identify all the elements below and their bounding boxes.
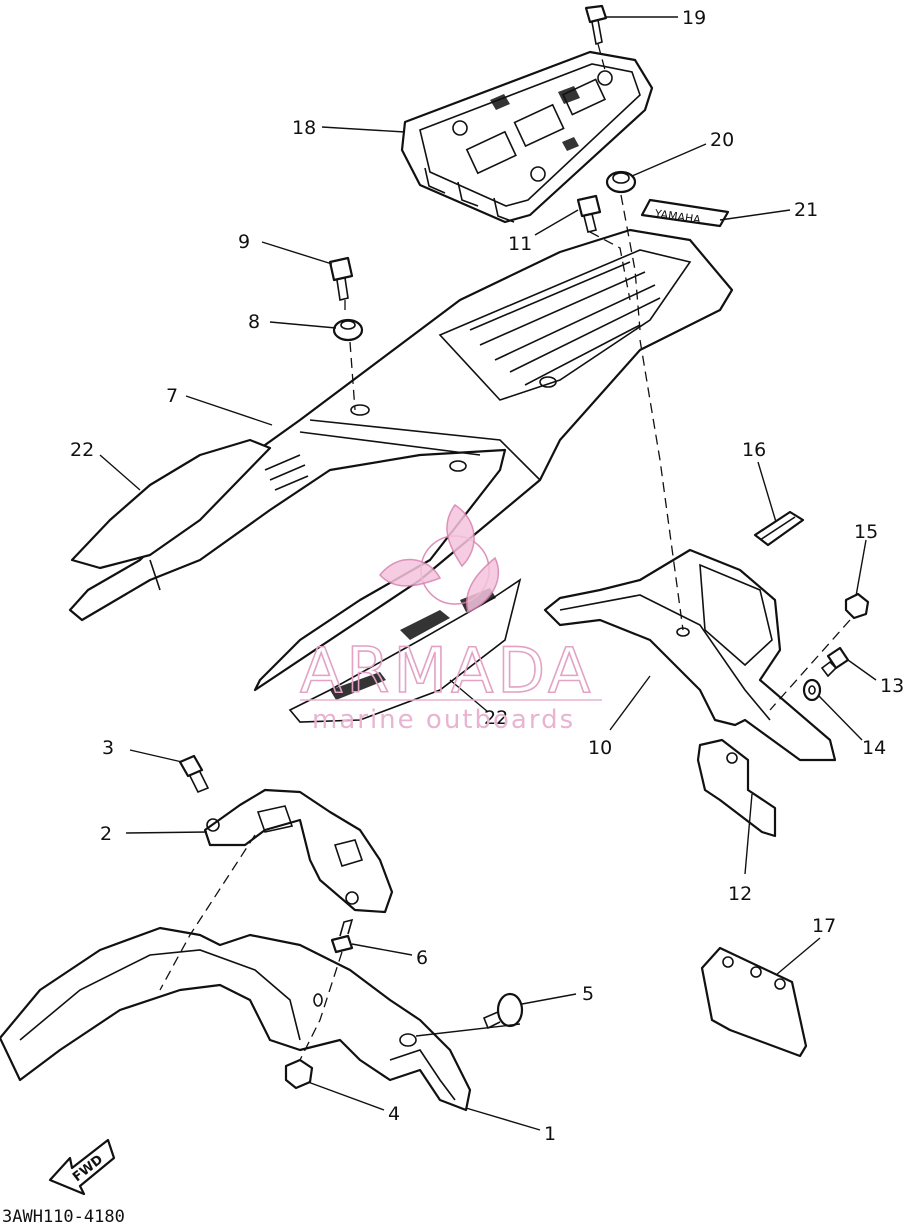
callout-17: 17 — [812, 915, 836, 937]
part-7-tail-cover[interactable] — [68, 228, 734, 692]
part-12-lamp-bracket[interactable] — [696, 738, 777, 838]
part-15-nut[interactable] — [844, 592, 870, 620]
alignment-lines — [159, 43, 851, 1061]
part-9-bolt[interactable] — [328, 256, 354, 301]
part-16-reflector[interactable] — [753, 510, 805, 547]
part-11-bolt[interactable] — [576, 194, 602, 233]
callout-labels: 19 18 20 21 9 11 8 7 22 16 15 13 14 10 2… — [70, 7, 904, 1145]
part-20-collar[interactable] — [605, 170, 637, 194]
callout-20: 20 — [710, 129, 734, 151]
watermark-tagline: marine outboards — [312, 705, 575, 735]
callout-11: 11 — [508, 233, 532, 255]
callout-13: 13 — [880, 675, 904, 697]
watermark: ARMADA marine outboards — [299, 503, 602, 735]
callout-9: 9 — [238, 231, 250, 253]
callout-1: 1 — [544, 1123, 556, 1145]
callout-19: 19 — [682, 7, 706, 29]
part-4-nut[interactable] — [284, 1058, 314, 1090]
callout-18: 18 — [292, 117, 316, 139]
callout-8: 8 — [248, 311, 260, 333]
callout-22-left: 22 — [70, 439, 94, 461]
callout-4: 4 — [388, 1103, 400, 1125]
callout-6: 6 — [416, 947, 428, 969]
part-1-front-fender[interactable] — [0, 926, 472, 1112]
part-17-license-plate[interactable] — [700, 946, 808, 1058]
watermark-brand: ARMADA — [300, 634, 594, 707]
callout-15: 15 — [854, 521, 878, 543]
fwd-arrow-icon: FWD — [48, 1138, 116, 1196]
part-5-grommet[interactable] — [482, 992, 524, 1030]
callout-2: 2 — [100, 823, 112, 845]
part-19-bolt[interactable] — [584, 4, 608, 46]
part-18-carrier[interactable] — [400, 50, 654, 224]
callout-12: 12 — [728, 883, 752, 905]
part-22-left-decal[interactable] — [70, 438, 272, 570]
callout-22-right: 22 — [484, 707, 508, 729]
callout-7: 7 — [166, 385, 178, 407]
callout-21: 21 — [794, 199, 818, 221]
drawing-code: 3AWH110-4180 — [2, 1207, 125, 1226]
part-2-fender-bracket[interactable] — [203, 788, 394, 914]
part-8-grommet[interactable] — [332, 318, 364, 342]
callout-3: 3 — [102, 737, 114, 759]
part-6-bolt[interactable] — [330, 918, 354, 954]
watermark-logo — [379, 503, 500, 614]
part-14-washer[interactable] — [802, 678, 822, 702]
leader-lines — [99, 16, 877, 1131]
part-21-decal[interactable]: YAMAHA — [640, 198, 730, 228]
callout-16: 16 — [742, 439, 766, 461]
callout-5: 5 — [582, 983, 594, 1005]
part-13-bolt[interactable] — [820, 646, 850, 678]
part-3-bolt[interactable] — [178, 754, 210, 794]
callout-10: 10 — [588, 737, 612, 759]
part-10-flap-bracket[interactable] — [543, 548, 837, 762]
callout-14: 14 — [862, 737, 886, 759]
